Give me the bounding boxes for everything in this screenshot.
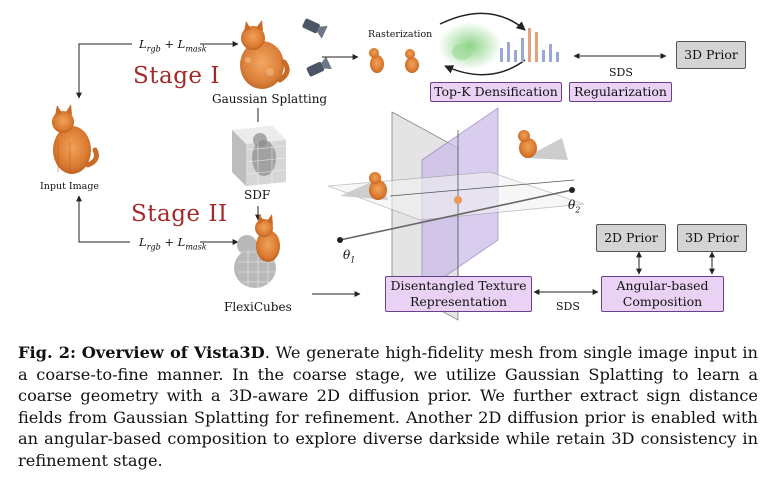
rasterized-cat-2 [405,49,419,73]
gaussian-field-glow [438,22,502,70]
sds-top-label: SDS [609,66,633,79]
flexicubes-cat [234,214,280,288]
texture-line-2: Representation [409,294,508,309]
caption-label: Fig. 2: [18,343,76,362]
camera-icon [302,18,328,39]
loss-bottom-label: Lrgb + Lmask [139,235,207,252]
densify-arrow-bottom [444,59,526,76]
caption-title: Overview of Vista3D [81,343,265,362]
sds-bottom-label: SDS [556,300,580,313]
stage-1-label: Stage I [133,63,220,89]
input-image-label: Input Image [40,181,100,192]
diagram-graphics [52,12,715,321]
loss-top-arrow-left [76,43,132,99]
rasterization-label: Rasterization [368,29,433,40]
view-cat-left [369,172,387,200]
stage-2-label: Stage II [131,201,228,227]
angular-composition-box: Angular-based Composition [601,276,724,312]
coordinate-planes [327,107,585,321]
loss-bottom-arrow-left [76,195,130,243]
loss-top-label: Lrgb + Lmask [139,37,207,54]
gaussian-splatting-cat [240,20,290,89]
view-cat-right [518,130,537,158]
gradient-histogram [500,28,559,62]
prior-3d-bottom-box: 3D Prior [677,224,747,252]
theta-1-label: θ1 [343,248,356,265]
disentangled-texture-box: Disentangled Texture Representation [385,276,532,312]
flexicubes-label: FlexiCubes [224,300,292,314]
figure: Lrgb + Lmask Stage I Input Image Gaussia… [40,12,747,321]
sdf-label: SDF [244,188,271,202]
camera-icon [306,56,332,77]
densify-arrow-top [439,12,526,31]
prior-3d-top-box: 3D Prior [676,41,746,69]
angular-line-1: Angular-based [616,278,709,293]
input-image-cat [52,104,99,174]
caption-body: . We generate high-fidelity mesh from si… [18,343,758,470]
prior-2d-box: 2D Prior [596,224,666,252]
texture-line-1: Disentangled Texture [390,278,527,293]
theta-2-label: θ2 [568,198,581,215]
sdf-volume [232,126,287,186]
regularization-box: Regularization [569,82,672,102]
angular-line-2: Composition [622,294,703,309]
figure-caption: Fig. 2: Overview of Vista3D. We generate… [18,342,758,471]
gaussian-splatting-label: Gaussian Splatting [212,92,328,106]
rasterized-cat-1 [369,48,384,73]
top-k-densification-box: Top-K Densification [430,82,562,102]
